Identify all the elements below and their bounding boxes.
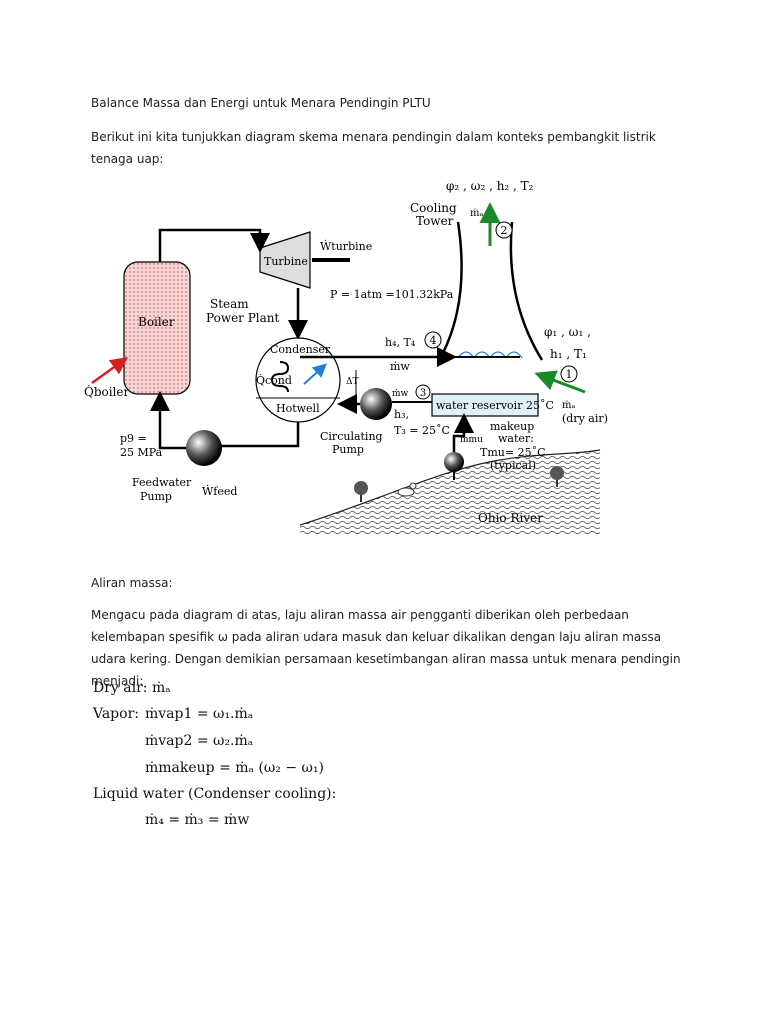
dry-air-label: (dry air) bbox=[562, 412, 608, 425]
t3-label: T₃ = 25˚C bbox=[394, 424, 450, 437]
eq-vapor-label: Vapor: bbox=[93, 706, 139, 722]
circulating-pump bbox=[360, 388, 392, 420]
state-4-number: 4 bbox=[430, 334, 437, 347]
w-feed-label: Ẇfeed bbox=[202, 484, 237, 498]
steam-label: Steam bbox=[210, 297, 249, 311]
feedwater-pump-label: Pump bbox=[140, 490, 172, 503]
makeup-line bbox=[452, 413, 474, 452]
q-cond-label: Q̇cond bbox=[256, 374, 292, 387]
delta-t-label: ΔT bbox=[346, 377, 359, 387]
hotwell-label: Hotwell bbox=[276, 402, 320, 415]
cooling-tower-label: Cooling bbox=[410, 201, 457, 215]
reservoir-label: water reservoir 25˚C bbox=[436, 399, 554, 412]
eq-vap1: ṁvap1 = ω₁.ṁₐ bbox=[145, 706, 254, 722]
spray-nozzles bbox=[457, 351, 523, 359]
doc-title: Balance Massa dan Energi untuk Menara Pe… bbox=[91, 96, 431, 110]
q-boiler-arrow bbox=[91, 357, 129, 385]
tower-wall-right bbox=[509, 221, 544, 361]
eq-vap2: ṁvap2 = ω₂.ṁₐ bbox=[145, 733, 254, 749]
q-cond-arrow bbox=[303, 363, 327, 385]
section-heading: Aliran massa: bbox=[91, 576, 173, 590]
ma-top-label: ṁₐ bbox=[470, 208, 483, 219]
makeup-label: makeup bbox=[490, 420, 534, 433]
condenser-coil bbox=[270, 361, 290, 393]
h4-label: h₄, T₄ bbox=[385, 336, 416, 349]
mw-label: ṁw bbox=[390, 360, 410, 373]
air-in-arrow bbox=[534, 370, 586, 394]
makeup-pump bbox=[444, 452, 464, 472]
pressure-label: P = 1atm =101.32kPa bbox=[330, 288, 454, 301]
state-3-number: 3 bbox=[420, 388, 426, 399]
makeup-water-label: water: bbox=[498, 432, 534, 445]
mmu-label: ṁmu bbox=[460, 435, 483, 445]
eq-dry-air: Dry air: ṁₐ bbox=[93, 680, 171, 696]
feedwater-pump bbox=[186, 430, 222, 466]
state-2-number: 2 bbox=[501, 224, 508, 237]
mw3-label: ṁw bbox=[392, 389, 409, 399]
duck-icon bbox=[397, 482, 417, 497]
tree-icon-right bbox=[550, 466, 564, 487]
state-2-label: φ₂ , ω₂ , h₂ , T₂ bbox=[446, 179, 534, 193]
eq-makeup: ṁmakeup = ṁₐ (ω₂ − ω₁) bbox=[145, 760, 325, 776]
river-ground bbox=[300, 450, 600, 535]
p9-label: p9 = bbox=[120, 432, 147, 445]
turbine-label: Turbine bbox=[264, 255, 308, 268]
intro-paragraph: Berikut ini kita tunjukkan diagram skema… bbox=[91, 130, 656, 166]
eq-liquid-label: Liquid water (Condenser cooling): bbox=[93, 786, 337, 802]
condenser-label: Condenser bbox=[270, 343, 331, 356]
eq-m4: ṁ₄ = ṁ₃ = ṁw bbox=[145, 812, 250, 828]
q-boiler-label: Q̇boiler bbox=[84, 384, 130, 399]
state-1-number: 1 bbox=[566, 368, 573, 381]
body-paragraph: Mengacu pada diagram di atas, laju alira… bbox=[91, 608, 681, 688]
circulating-pump-label: Pump bbox=[332, 443, 364, 456]
feedwater-label: Feedwater bbox=[132, 476, 192, 489]
turbine bbox=[259, 231, 311, 289]
feedwater-line bbox=[150, 391, 186, 450]
water-reservoir bbox=[431, 393, 539, 417]
state-1-label-b: h₁ , T₁ bbox=[550, 347, 587, 361]
steam-line bbox=[158, 228, 270, 262]
power-plant-label: Power Plant bbox=[206, 311, 280, 325]
typical-label: (typical) bbox=[490, 459, 536, 472]
cooling-tower-schematic: Ohio River Cooling Tower φ₂ , ω₂ , h₂ , … bbox=[84, 179, 608, 535]
boiler-label: Boiler bbox=[138, 315, 175, 329]
river-label: Ohio River bbox=[478, 511, 543, 525]
tmu-label: Tmu= 25˚C bbox=[480, 446, 545, 459]
w-turbine-label: Ẇturbine bbox=[320, 239, 372, 253]
state-1-label-a: φ₁ , ω₁ , bbox=[544, 325, 591, 339]
circulating-label: Circulating bbox=[320, 430, 383, 443]
ma-air-label: ṁₐ bbox=[562, 400, 575, 411]
h3-label: h₃, bbox=[394, 408, 409, 421]
cooling-tower-label-2: Tower bbox=[416, 214, 454, 228]
p9-value-label: 25 MPa bbox=[120, 446, 163, 459]
tree-icon bbox=[354, 481, 368, 502]
tower-wall-left bbox=[440, 221, 463, 356]
